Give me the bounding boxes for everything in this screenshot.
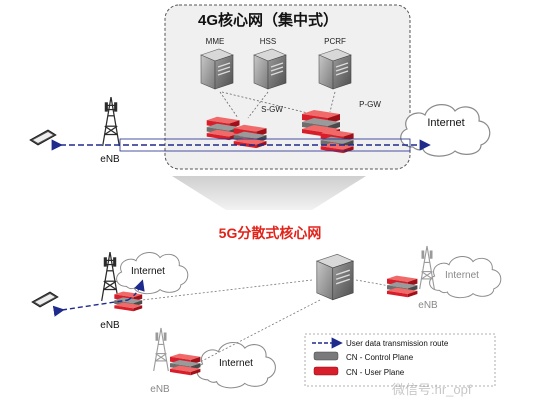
pcrf-server-icon <box>318 48 352 90</box>
hss-label: HSS <box>260 37 276 46</box>
internet-label-right: Internet <box>445 270 479 281</box>
phone-icon <box>29 129 57 146</box>
bottom-5g-section: 5G分散式核心网 Internet eNB Internet eNB Inter… <box>31 225 502 395</box>
legend-control-plane-label: CN - Control Plane <box>346 353 414 362</box>
mme-label: MME <box>206 37 225 46</box>
legend: User data transmission route CN - Contro… <box>304 333 496 387</box>
control-plane-server-icon <box>316 253 354 301</box>
control-links-5g <box>141 279 391 363</box>
legend-control-plane-icon <box>313 351 339 361</box>
legend-route-label: User data transmission route <box>346 339 449 348</box>
internet-label-bottom: Internet <box>219 358 253 369</box>
phone-icon-bottom <box>31 291 59 308</box>
4g-core-title: 4G核心网（集中式） <box>198 11 338 29</box>
pgw-stack-lower-icon <box>320 129 354 154</box>
enb-label-top: eNB <box>100 154 120 165</box>
enb-label-bottom: eNB <box>150 384 170 395</box>
user-plane-right-icon <box>387 275 418 298</box>
enb-tower-bottom-icon <box>153 327 169 372</box>
enb-label-left: eNB <box>100 320 120 331</box>
pcrf-label: PCRF <box>324 37 346 46</box>
enb-label-right: eNB <box>418 300 438 311</box>
user-plane-bottom-icon <box>170 353 201 376</box>
legend-user-plane-icon <box>313 366 339 376</box>
top-4g-section: 4G核心网（集中式） MME HSS PCRF S-GW P-GW Intern… <box>29 4 491 170</box>
mme-server-icon <box>200 48 234 90</box>
enb-tower-left-icon <box>101 251 119 302</box>
internet-label-top: Internet <box>427 117 464 129</box>
enb-tower-icon <box>102 96 120 147</box>
route-to-internet <box>127 279 145 301</box>
watermark: 微信号:hr_opf <box>392 382 472 397</box>
5g-core-title: 5G分散式核心网 <box>219 225 322 241</box>
control-links <box>219 91 336 119</box>
internet-cloud-icon <box>400 103 491 157</box>
hss-server-icon <box>253 48 287 90</box>
internet-label-left: Internet <box>131 266 165 277</box>
legend-user-plane-label: CN - User Plane <box>346 368 405 377</box>
pgw-label: P-GW <box>359 100 381 109</box>
transition-arrow <box>172 176 366 210</box>
user-data-route-bottom <box>52 299 129 317</box>
sgw-label: S-GW <box>261 105 283 114</box>
